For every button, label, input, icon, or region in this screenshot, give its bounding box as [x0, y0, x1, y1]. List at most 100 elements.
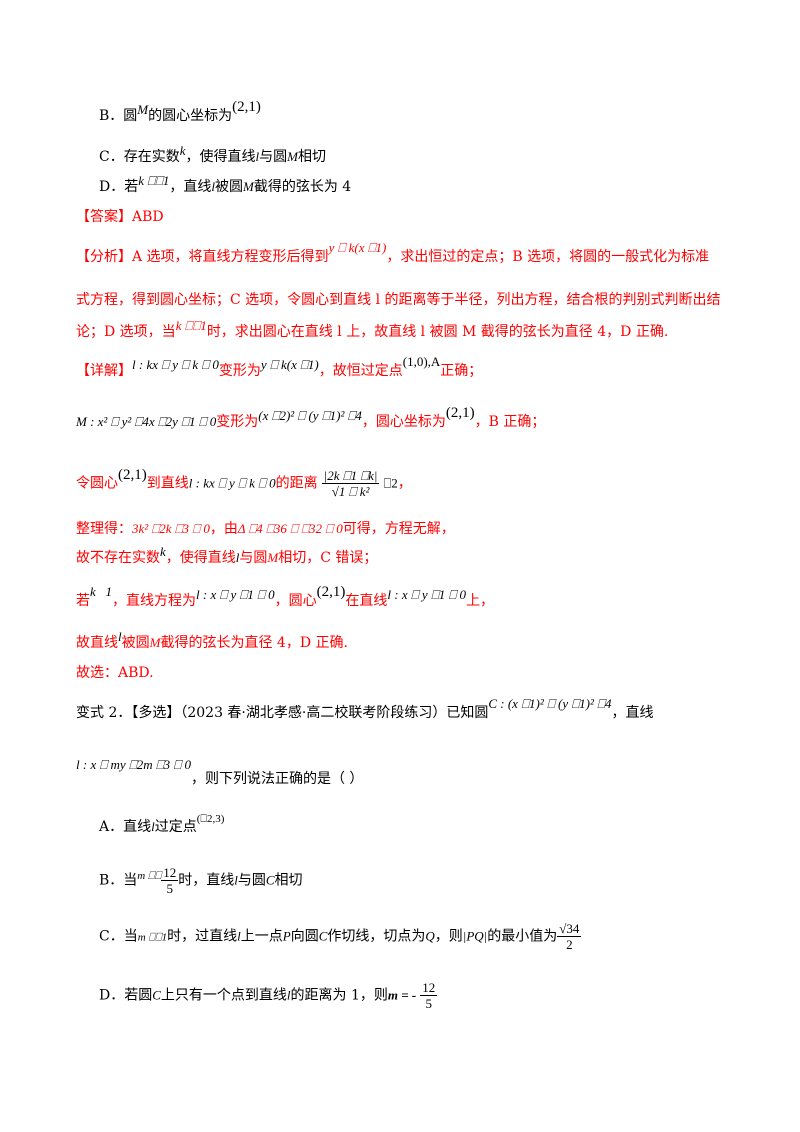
detail-line-7: 故直线l被圆M截得的弦长为直径 4，D 正确.: [76, 629, 348, 652]
detail-line-2: M : x² ⎕ y² ⎕4x ⎕2y ⎕1 ⎕ 0变形为(x ⎕2)² ⎕ (…: [76, 405, 546, 431]
math-expression: 3k² ⎕2k ⎕3 ⎕ 0: [132, 521, 210, 536]
detail-text: ，故恒过定点: [318, 363, 403, 379]
variant-text-2: ，则下列说法正确的是（ ）: [190, 771, 364, 787]
math-expression: l : kx ⎕ y ⎕ k ⎕ 0: [188, 475, 276, 491]
option-c-text-4: 向圆: [290, 928, 319, 945]
math-c: C: [318, 928, 328, 944]
option-d-text-4: 截得的弦长为 4: [253, 179, 352, 195]
math-c: C: [265, 872, 275, 888]
detail-text: 到直线: [146, 475, 189, 492]
math-k: k: [160, 544, 166, 559]
math-l: l: [237, 928, 241, 944]
fraction-numerator: 12: [420, 980, 438, 996]
math-l: l: [255, 149, 260, 164]
option-b-text-3: 与圆: [237, 872, 266, 889]
answer-line: 【答案】ABD: [76, 208, 164, 226]
detail-text: 可得，方程无解，: [342, 521, 455, 537]
math-expression: (x ⎕2)² ⎕ (y ⎕1)² ⎕4: [258, 408, 362, 423]
math-l: l: [151, 819, 155, 834]
math-m-cond: m ⎕⎕1: [137, 931, 168, 944]
option-a-text-2: 过定点: [154, 819, 197, 835]
math-circle: C : (x ⎕1)² ⎕ (y ⎕1)² ⎕4: [488, 696, 612, 711]
option-c-text-6: ，则: [434, 928, 463, 945]
option-d: D．若k ⎕⎕1，直线l被圆M截得的弦长为 4: [99, 173, 352, 196]
distance-fraction: |2k ⎕1 ⎕k|√1 ⎕ k²: [321, 468, 380, 499]
math-point: (⎕2,3): [196, 813, 225, 825]
detail-text: 与圆: [239, 550, 268, 566]
variant-option-c: C．当m ⎕⎕1时，过直线l上一点P向圆C作切线，切点为Q，则|PQ|的最小值为…: [99, 921, 582, 952]
math-l: l: [211, 179, 215, 194]
math-c: C: [152, 987, 161, 1003]
detail-line-1: 【详解】l : kx ⎕ y ⎕ k ⎕ 0变形为y ⎕ k(x ⎕1)，故恒过…: [76, 354, 482, 380]
analysis-text: 【分析】A 选项，将直线方程变形后得到: [76, 249, 329, 265]
math-m: M: [242, 179, 254, 194]
detail-text: ，由: [209, 521, 238, 537]
math-k: k: [179, 143, 186, 158]
option-c-text: C．存在实数: [99, 149, 180, 165]
option-c: C．存在实数k，使得直线l与圆M相切: [99, 143, 326, 166]
variant-text-2: ，直线: [611, 705, 654, 721]
math-center: (2,1): [232, 99, 261, 115]
detail-text: 变形为: [216, 414, 259, 430]
analysis-line-2: 式方程，得到圆心坐标；C 选项，令圆心到直线 l 的距离等于半径，列出方程，结合…: [76, 291, 721, 309]
math-k-cond: k 1: [90, 584, 113, 599]
detail-text: ，B 正确；: [474, 414, 546, 430]
analysis-line-3: 论；D 选项，当k ⎕⎕1时，求出圆心在直线 l 上，故直线 l 被圆 M 截得…: [76, 318, 669, 341]
analysis-text: 论；D 选项，当: [76, 324, 176, 340]
math-expression: Δ ⎕4 ⎕36 ⎕ ⎕32 ⎕ 0: [237, 521, 343, 536]
detail-line-6: 若k 1，直线方程为l : x ⎕ y ⎕1 ⎕ 0，圆心(2,1)在直线l :…: [76, 584, 494, 610]
fraction-denominator: 2: [566, 937, 573, 952]
detail-text: 若: [76, 593, 90, 609]
option-d-text: D．若: [99, 179, 139, 195]
math-m: M: [137, 102, 149, 117]
detail-text: ，圆心: [274, 593, 317, 609]
math-expression: (2,1): [118, 466, 147, 483]
detail-text: 整理得：: [76, 521, 132, 537]
detail-text: 相切，C 错误；: [278, 550, 378, 566]
option-c-text-3: 上一点: [240, 928, 283, 945]
detail-text: ，: [397, 475, 412, 492]
analysis-text-2: 时，求出圆心在直线 l 上，故直线 l 被圆 M 截得的弦长为直径 4，D 正确…: [206, 324, 669, 340]
detail-text: 的距离: [275, 475, 318, 492]
math-l: l: [286, 987, 291, 1003]
fraction-denominator: 5: [425, 996, 433, 1011]
option-c-text-2: ，使得直线: [185, 149, 256, 165]
option-c-text-5: 作切线，切点为: [327, 928, 426, 945]
option-b-text-2: 时，直线: [178, 872, 235, 889]
analysis-text-2: ，求出恒过的定点；B 选项，将圆的一般式化为标准: [386, 249, 710, 265]
math-expression: M : x² ⎕ y² ⎕4x ⎕2y ⎕1 ⎕ 0: [76, 414, 217, 429]
analysis-text: 式方程，得到圆心坐标；C 选项，令圆心到直线 l 的距离等于半径，列出方程，结合…: [76, 292, 721, 308]
detail-label: 【详解】: [76, 363, 132, 379]
math-expression: (1,0),A: [402, 354, 441, 369]
math-m-eq: m = -: [387, 987, 417, 1003]
option-d-text-2: 上只有一个点到直线: [160, 987, 287, 1004]
option-d-text-3: 被圆: [214, 179, 243, 195]
variant-line-2: l : x ⎕ my ⎕2m ⎕3 ⎕ 0，则下列说法正确的是（ ）: [76, 757, 363, 787]
detail-text: ，圆心坐标为: [361, 414, 446, 430]
math-m-cond: m ⎕⎕: [137, 869, 162, 882]
math-l: l: [118, 629, 122, 644]
math-p: P: [282, 928, 291, 944]
math-l: l: [234, 872, 238, 888]
math-expression: l : x ⎕ y ⎕1 ⎕ 0: [387, 587, 467, 602]
option-b-text-2: 的圆心坐标为: [148, 108, 233, 124]
option-d-text: D．若圆: [99, 987, 153, 1004]
detail-text: 截得的弦长为直径 4，D 正确.: [160, 635, 348, 651]
option-c-text-4: 相切: [297, 149, 326, 165]
answer-text: 【答案】ABD: [76, 209, 164, 225]
math-expression: (2,1): [445, 405, 475, 421]
detail-line-3: 令圆心(2,1)到直线l : kx ⎕ y ⎕ k ⎕ 0的距离|2k ⎕1 ⎕…: [76, 466, 412, 500]
analysis-line-1: 【分析】A 选项，将直线方程变形后得到y ⎕ k(x ⎕1)，求出恒过的定点；B…: [76, 240, 710, 266]
math-m: M: [287, 149, 298, 164]
option-d-text-2: ，直线: [169, 179, 212, 195]
detail-text: 令圆心: [76, 475, 118, 492]
detail-text: 故不存在实数: [76, 550, 160, 566]
fraction-numerator: 12: [161, 865, 179, 881]
detail-line-4: 整理得：3k² ⎕2k ⎕3 ⎕ 0，由Δ ⎕4 ⎕36 ⎕ ⎕32 ⎕ 0可得…: [76, 520, 455, 538]
math-expression: k ⎕⎕1: [175, 318, 207, 333]
option-b-text: B．当: [99, 872, 138, 889]
